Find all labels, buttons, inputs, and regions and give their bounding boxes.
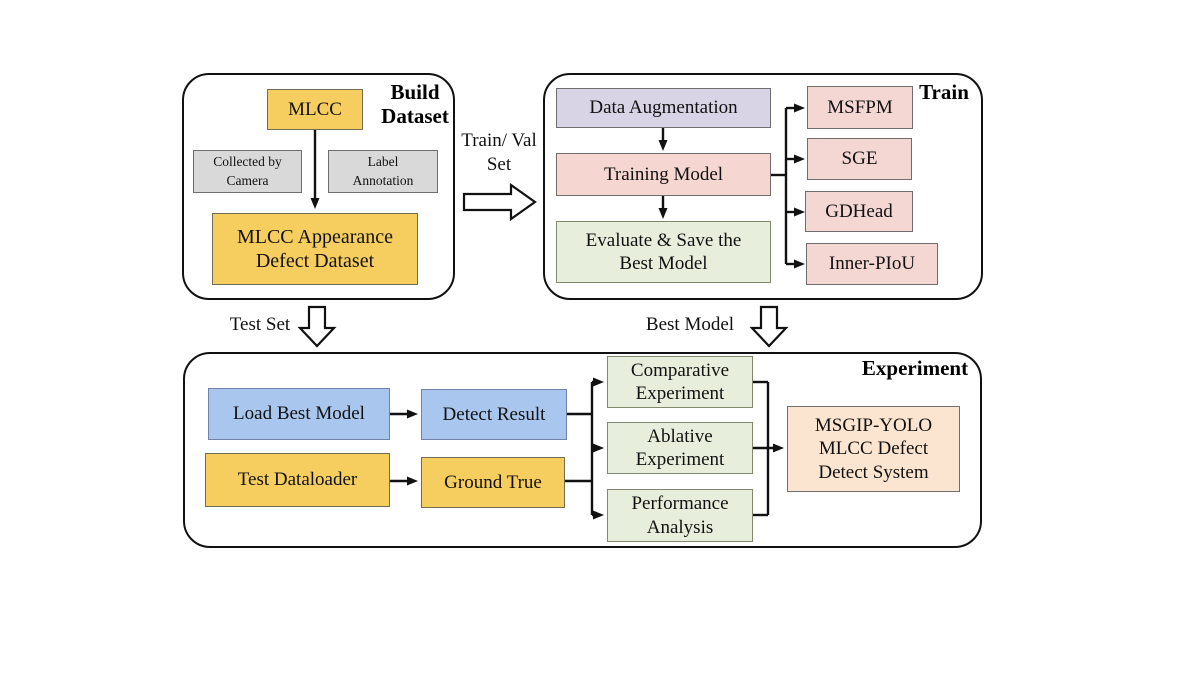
experiment-title: Experiment (861, 356, 969, 380)
gdhead-box: GDHead (805, 191, 913, 232)
label-annotation-box: Label Annotation (328, 150, 438, 193)
detect-result-box: Detect Result (421, 389, 567, 440)
best-model-label: Best Model (645, 314, 735, 335)
sge-box: SGE (807, 138, 912, 180)
data-augmentation-box: Data Augmentation (556, 88, 771, 128)
msfpm-box: MSFPM (807, 86, 913, 129)
test-dataloader-box: Test Dataloader (205, 453, 390, 507)
mlcc-dataset-box: MLCC Appearance Defect Dataset (212, 213, 418, 285)
inner-piou-box: Inner-PIoU (806, 243, 938, 285)
load-best-model-box: Load Best Model (208, 388, 390, 440)
msgip-yolo-system-box: MSGIP-YOLO MLCC Defect Detect System (787, 406, 960, 492)
training-model-box: Training Model (556, 153, 771, 196)
evaluate-save-box: Evaluate & Save the Best Model (556, 221, 771, 283)
best-model-arrow-icon (749, 305, 789, 348)
test-set-label: Test Set (229, 314, 291, 335)
ablative-experiment-box: Ablative Experiment (607, 422, 753, 474)
ground-true-box: Ground True (421, 457, 565, 508)
train-title: Train (919, 80, 969, 104)
comparative-experiment-box: Comparative Experiment (607, 356, 753, 408)
train-val-set-arrow-icon (462, 182, 537, 222)
mlcc-box: MLCC (267, 89, 363, 130)
build-dataset-title: Build Dataset (381, 80, 449, 128)
collected-by-camera-box: Collected by Camera (193, 150, 302, 193)
train-val-set-label: Train/ Val Set (461, 130, 537, 175)
test-set-arrow-icon (297, 305, 337, 348)
performance-analysis-box: Performance Analysis (607, 489, 753, 542)
